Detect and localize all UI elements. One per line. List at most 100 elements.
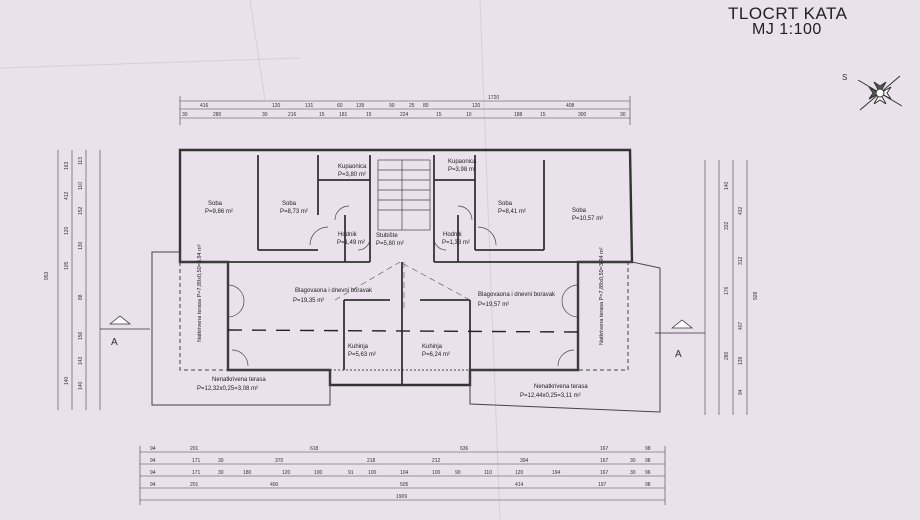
room-blagovaona-2-name: Blagovaona i dnevni boravak [478, 292, 556, 298]
svg-text:120: 120 [282, 470, 291, 476]
svg-text:408: 408 [566, 103, 575, 109]
svg-text:98: 98 [645, 458, 651, 464]
paper-folds [0, 0, 501, 520]
svg-text:120: 120 [64, 226, 70, 235]
svg-text:280: 280 [724, 351, 730, 360]
svg-text:197: 197 [598, 482, 607, 488]
svg-text:30: 30 [218, 470, 224, 476]
svg-text:113: 113 [78, 157, 84, 165]
svg-text:300: 300 [578, 112, 587, 118]
svg-text:120: 120 [272, 103, 281, 109]
top-dimension-lines [179, 96, 631, 125]
svg-text:30: 30 [218, 458, 224, 464]
room-soba-2-name: Soba [282, 201, 297, 207]
svg-text:25: 25 [409, 103, 415, 109]
svg-text:218: 218 [367, 458, 376, 464]
room-kuhinja-2-name: Kuhinja [422, 344, 443, 350]
exterior-walls [178, 148, 634, 387]
left-dimension-lines [57, 150, 101, 410]
room-kuhinja-2-area: P=6,24 m² [422, 352, 450, 358]
slab-lines [334, 261, 471, 310]
svg-text:98: 98 [645, 446, 651, 452]
bottom-dimension-labels: 94 201 618 636 167 98 94 171 30 370 218 … [150, 446, 651, 500]
room-blagovaona-2-area: P=19,57 m² [478, 302, 509, 308]
svg-text:167: 167 [600, 458, 609, 464]
svg-text:96: 96 [645, 470, 651, 476]
room-hodnik-2-area: P=1,33 m² [442, 240, 470, 246]
svg-text:636: 636 [460, 446, 469, 452]
svg-text:432: 432 [738, 206, 744, 215]
svg-text:394: 394 [520, 458, 529, 464]
room-soba-4-name: Soba [572, 208, 587, 214]
svg-text:110: 110 [78, 182, 84, 190]
room-kupaonica-2-area: P=3,98 m² [448, 167, 476, 173]
drawing-scale: MJ 1:100 [752, 21, 822, 38]
right-dimension-lines [704, 160, 748, 415]
room-stubiste-area: P=5,80 m² [376, 241, 404, 247]
room-stubiste-name: Stubište [376, 233, 398, 239]
svg-text:212: 212 [432, 458, 441, 464]
svg-text:167: 167 [600, 470, 609, 476]
svg-text:152: 152 [78, 206, 84, 215]
svg-text:156: 156 [78, 331, 84, 340]
svg-text:163: 163 [64, 161, 70, 170]
svg-text:139: 139 [738, 356, 744, 365]
svg-text:30: 30 [630, 458, 636, 464]
svg-text:171: 171 [192, 470, 201, 476]
svg-text:131: 131 [305, 103, 314, 109]
svg-text:90: 90 [389, 103, 395, 109]
room-soba-3-name: Soba [498, 201, 513, 207]
top-dimension-labels: 1720 416 120 131 60 139 90 25 80 120 408… [182, 95, 626, 118]
svg-text:110: 110 [484, 470, 492, 476]
room-soba-1-name: Soba [208, 201, 223, 207]
svg-text:100: 100 [432, 470, 441, 476]
svg-text:140: 140 [64, 376, 70, 385]
section-marker-left: A [100, 315, 150, 348]
svg-text:120: 120 [472, 103, 481, 109]
svg-text:30: 30 [620, 112, 626, 118]
svg-text:94: 94 [150, 482, 156, 488]
svg-text:618: 618 [310, 446, 319, 452]
section-marker-right: A [655, 319, 705, 360]
svg-text:90: 90 [455, 470, 461, 476]
svg-text:88: 88 [78, 294, 84, 300]
svg-text:130: 130 [78, 241, 84, 250]
section-cut-line [227, 329, 579, 333]
room-soba-1-area: P=9,86 m² [205, 209, 233, 215]
room-hodnik-1-name: Hodnik [338, 232, 358, 238]
svg-text:167: 167 [600, 446, 609, 452]
svg-text:332: 332 [724, 221, 730, 230]
room-hodnik-2-name: Hodnik [443, 232, 463, 238]
room-blagovaona-1-area: P=19,35 m² [293, 298, 324, 304]
room-soba-3-area: P=8,41 m² [498, 209, 526, 215]
svg-text:94: 94 [738, 389, 744, 395]
room-nenatkrivena-2-area: P=12,44x0,25=3,11 m² [520, 393, 581, 399]
svg-text:224: 224 [400, 112, 409, 118]
svg-text:953: 953 [44, 271, 50, 280]
svg-text:171: 171 [192, 458, 201, 464]
svg-text:15: 15 [436, 112, 442, 118]
room-labels: Soba P=9,86 m² Soba P=8,73 m² Kupaonica … [197, 159, 605, 399]
svg-text:370: 370 [275, 458, 284, 464]
svg-text:94: 94 [150, 470, 156, 476]
svg-text:98: 98 [645, 482, 651, 488]
svg-text:1909: 1909 [396, 494, 407, 500]
terrace-outlines [151, 251, 661, 413]
right-dimension-labels: 928 140 332 176 280 432 312 407 139 94 [724, 181, 759, 395]
room-kupaonica-1-name: Kupaonica [338, 164, 367, 170]
svg-text:94: 94 [150, 458, 156, 464]
svg-text:416: 416 [200, 103, 209, 109]
svg-text:30: 30 [262, 112, 268, 118]
svg-text:414: 414 [515, 482, 524, 488]
room-kuhinja-1-area: P=5,63 m² [348, 352, 376, 358]
svg-text:280: 280 [213, 112, 222, 118]
svg-text:400: 400 [270, 482, 279, 488]
svg-text:180: 180 [243, 470, 252, 476]
svg-text:1720: 1720 [488, 95, 499, 101]
svg-text:100: 100 [314, 470, 323, 476]
svg-text:91: 91 [348, 470, 354, 476]
room-hodnik-1-area: P=1,49 m² [337, 240, 365, 246]
left-dimension-labels: 953 163 412 120 105 140 113 110 152 130 … [44, 157, 84, 390]
